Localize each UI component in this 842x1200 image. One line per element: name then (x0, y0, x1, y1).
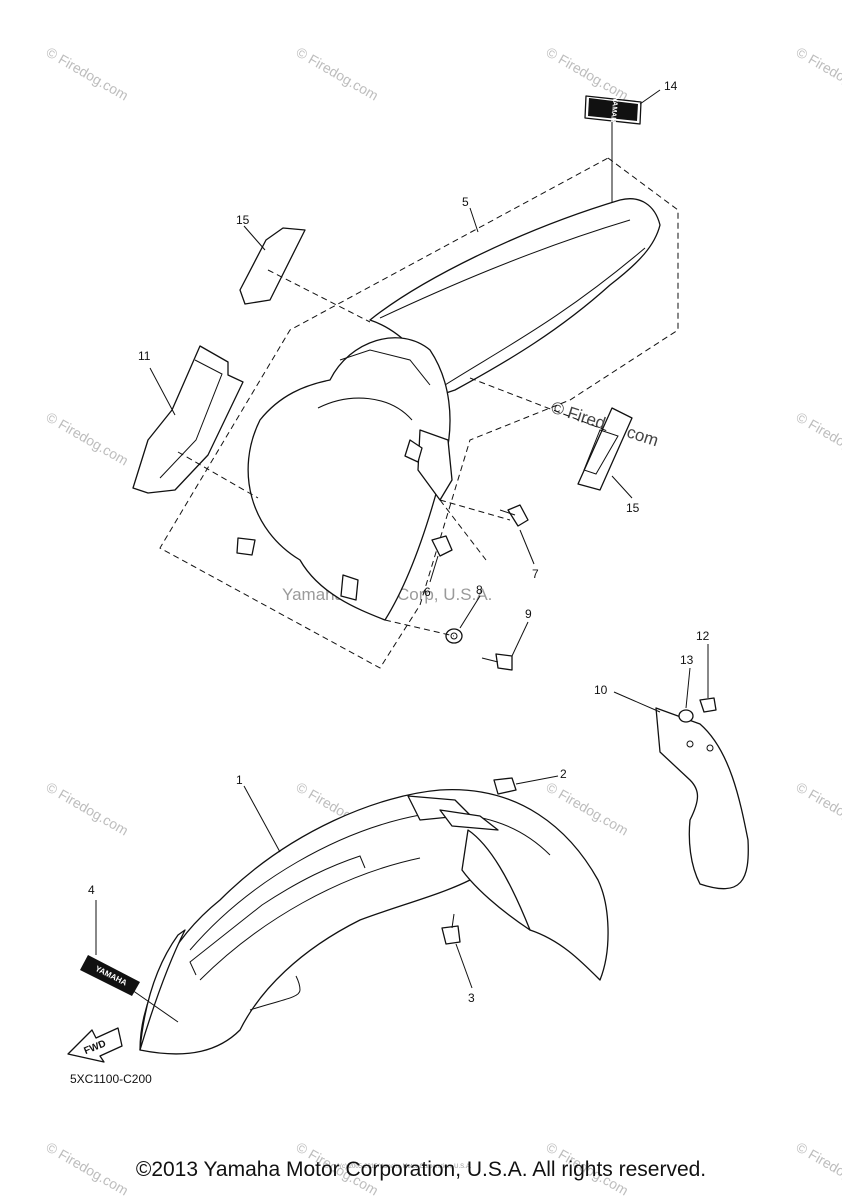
part-15-decal-left (239, 227, 306, 305)
part-9-screw (481, 653, 513, 671)
part-2-grommet (493, 777, 517, 795)
leader-line (469, 207, 479, 233)
callout-15: 15 (626, 501, 640, 515)
leader-line (611, 475, 633, 499)
copyright-footer: ©2013 Yamaha Motor Corporation, U.S.A. A… (135, 1158, 707, 1181)
watermark-text: © Firedog.com (44, 779, 132, 839)
watermark-text: © Firedog.com (544, 44, 632, 104)
callout-7: 7 (532, 567, 539, 581)
leader-line (459, 595, 481, 629)
leader-line (429, 555, 439, 583)
decal-yamaha-text: YAMAHA (608, 97, 618, 128)
callout-labels: 14 5 15 11 15 7 6 8 9 12 13 10 2 1 4 3 (88, 79, 710, 1005)
watermark-text: © Firedog.com (794, 779, 842, 839)
leader-line (243, 785, 281, 853)
watermark-text: © Firedog.com (794, 44, 842, 104)
leader-line (439, 499, 487, 561)
watermark-text: © Firedog.com (44, 409, 132, 469)
callout-3: 3 (468, 991, 475, 1005)
small-credit-text: (c) 2005-2015 Yamaha Motor Corporation, … (340, 1164, 472, 1170)
callout-6: 6 (424, 585, 431, 599)
callout-8: 8 (476, 583, 483, 597)
leader-line (519, 529, 535, 565)
callout-13: 13 (680, 653, 694, 667)
callout-12: 12 (696, 629, 710, 643)
leader-line (455, 943, 473, 989)
part-13-washer (678, 709, 694, 723)
leader-line (243, 225, 266, 251)
leader-line (149, 367, 176, 416)
callout-5: 5 (462, 195, 469, 209)
part-1-front-fender (139, 789, 609, 1055)
watermark-text: © Firedog.com (294, 44, 382, 104)
part-7-bolt (499, 504, 529, 527)
callout-14: 14 (664, 79, 678, 93)
leader-line (639, 89, 661, 105)
callout-11: 11 (138, 349, 151, 363)
part-6-nut (431, 535, 453, 557)
leader-line (384, 619, 455, 637)
leader-line (515, 775, 559, 785)
part-3-bolt (441, 913, 461, 945)
callout-1: 1 (236, 773, 243, 787)
leader-line (131, 989, 179, 1023)
part-5-rear-fender (236, 198, 661, 621)
callout-9: 9 (525, 607, 532, 621)
callout-2: 2 (560, 767, 567, 781)
leader-line (439, 499, 511, 521)
part-15-decal-right (577, 407, 633, 491)
part-11-side-panel (132, 345, 244, 494)
part-10-mud-flap (655, 707, 749, 890)
part-4-decal: YAMAHA (80, 955, 140, 996)
part-12-bolt (699, 697, 717, 713)
watermark-text: © Firedog.com (794, 409, 842, 469)
leader-line (267, 269, 371, 323)
leader-line (685, 667, 691, 709)
leader-line (177, 451, 259, 499)
leader-line (469, 377, 611, 433)
part-14-decal: YAMAHA (584, 95, 642, 128)
watermark-text: © Firedog.com (44, 44, 132, 104)
callout-15: 15 (236, 213, 250, 227)
leader-line (511, 621, 529, 657)
fwd-arrow-icon: FWD (67, 1027, 123, 1063)
leader-line (613, 691, 661, 713)
callout-10: 10 (594, 683, 608, 697)
callout-4: 4 (88, 883, 95, 897)
diagram-part-code: 5XC1100-C200 (70, 1072, 152, 1086)
